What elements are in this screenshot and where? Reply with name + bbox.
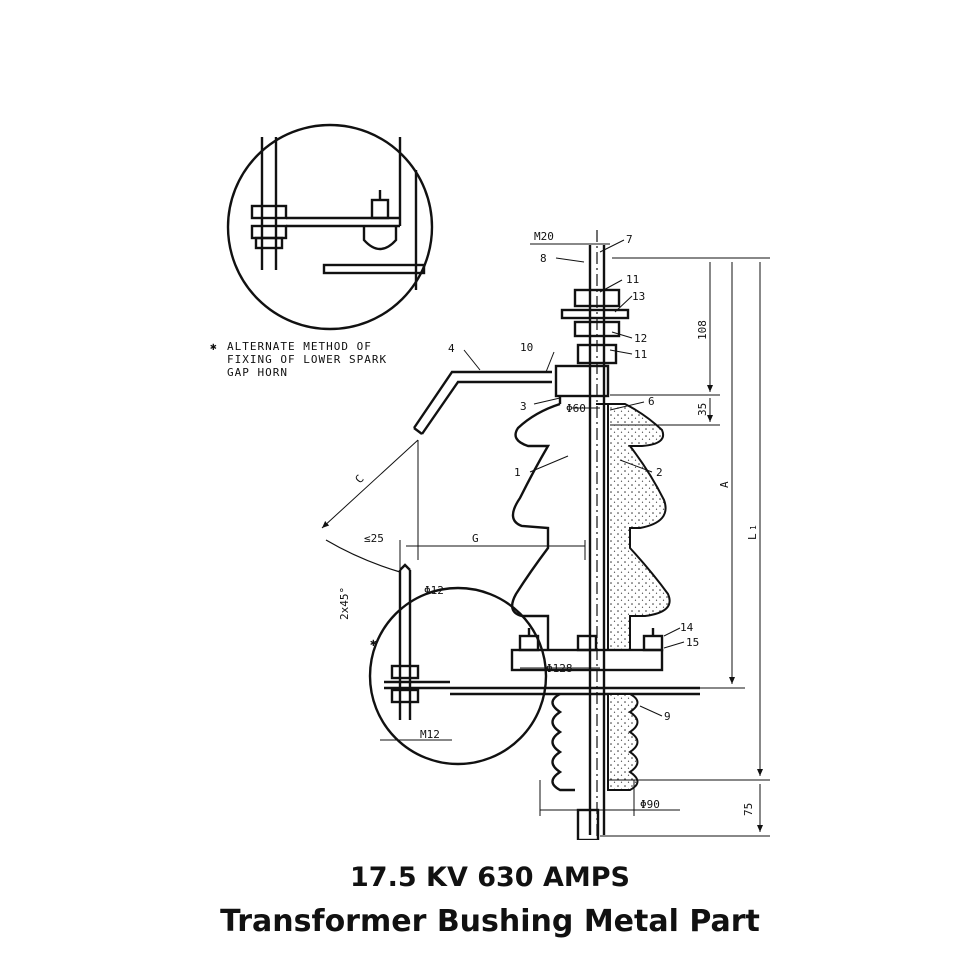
upper-spark-gap-horn (413, 370, 552, 435)
central-conductor (560, 230, 630, 840)
part-15: 15 (686, 636, 699, 649)
note-line-3: GAP HORN (227, 366, 288, 379)
dim-phi12: Φ12 (424, 584, 444, 597)
dim-chamfer: 2x45° (338, 587, 351, 620)
part-12: 12 (634, 332, 647, 345)
lower-detail-view (368, 563, 548, 766)
bushing-technical-drawing: ✱ ALTERNATE METHOD OF FIXING OF LOWER SP… (210, 123, 770, 840)
dim-l1: L (746, 533, 759, 540)
dim-le25: ≤25 (364, 532, 384, 545)
part-11a: 11 (626, 273, 639, 286)
top-detail-view (226, 123, 434, 331)
dimension-labels: M20 108 35 Φ60 A L 1 C ≤25 G 2x45° Φ12 Φ… (338, 230, 759, 816)
note-star: ✱ (210, 340, 218, 353)
note-line-1: ALTERNATE METHOD OF (227, 340, 372, 353)
caption-title: Transformer Bushing Metal Part (220, 904, 760, 939)
dim-phi128: Φ128 (546, 662, 573, 675)
porcelain-insulator (510, 364, 671, 651)
part-13: 13 (632, 290, 645, 303)
part-numbers: 7 8 11 13 12 11 10 4 3 6 2 1 14 15 9 (448, 233, 699, 723)
part-4: 4 (448, 342, 455, 355)
part-11b: 11 (634, 348, 647, 361)
part-number-leaders (463, 239, 685, 717)
dim-108: 108 (696, 320, 709, 340)
lower-corrugated-sleeve (551, 692, 639, 792)
part-1: 1 (514, 466, 521, 479)
part-10: 10 (520, 341, 533, 354)
dim-75: 75 (742, 803, 755, 816)
dim-35: 35 (696, 403, 709, 416)
dim-g: G (472, 532, 479, 545)
dim-c: C (353, 472, 367, 486)
caption-rating: 17.5 KV 630 AMPS (350, 862, 630, 893)
dim-l1-subscript: 1 (749, 525, 758, 530)
dim-phi90: Φ90 (640, 798, 660, 811)
dim-m20: M20 (534, 230, 554, 243)
part-7: 7 (626, 233, 633, 246)
part-8: 8 (540, 252, 547, 265)
part-14: 14 (680, 621, 694, 634)
alternate-method-note: ✱ ALTERNATE METHOD OF FIXING OF LOWER SP… (210, 340, 387, 379)
dim-star: ✱ (370, 636, 377, 649)
dim-phi60: Φ60 (566, 402, 586, 415)
dim-m12: M12 (420, 728, 440, 741)
dimension-lines (380, 243, 770, 837)
note-line-2: FIXING OF LOWER SPARK (227, 353, 387, 366)
mounting-flange (450, 628, 700, 696)
part-6: 6 (648, 395, 655, 408)
part-9: 9 (664, 710, 671, 723)
part-3: 3 (520, 400, 527, 413)
dim-a: A (718, 481, 731, 488)
part-2: 2 (656, 466, 663, 479)
